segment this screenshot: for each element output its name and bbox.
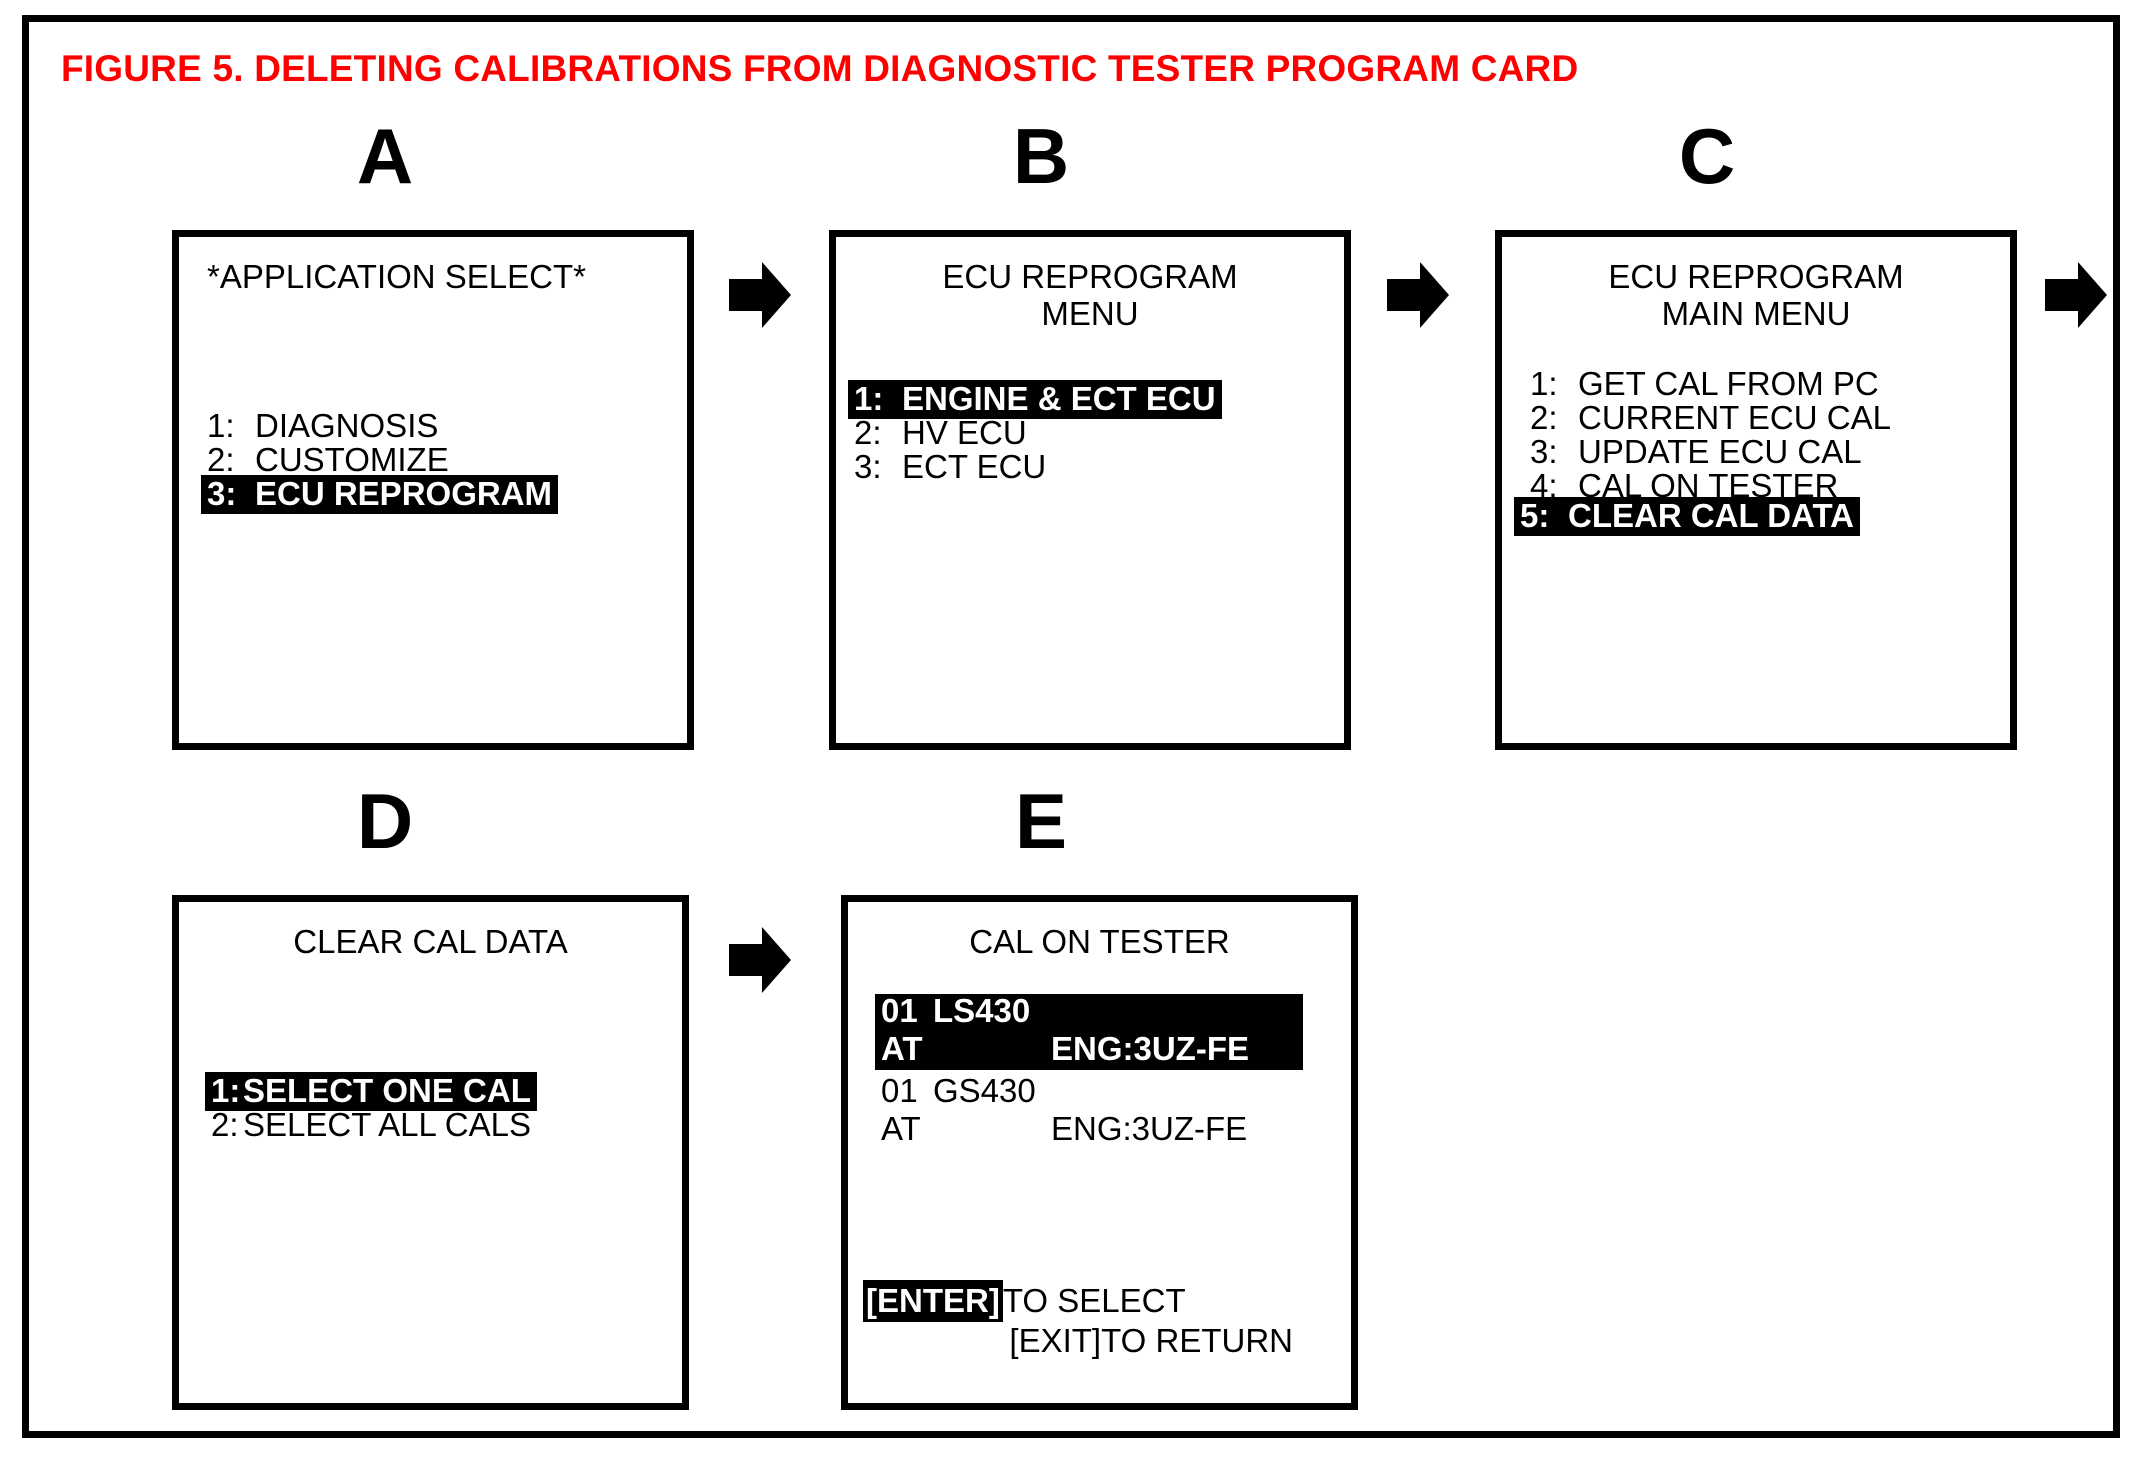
panel-letter-e: E <box>1014 777 1068 865</box>
cal-engine: ENG:3UZ-FE <box>1051 1110 1248 1147</box>
panel-c-title-line2: MAIN MENU <box>1661 295 1851 332</box>
panel-b-title-line1: ECU REPROGRAM <box>942 258 1238 295</box>
menu-item-number: 1: <box>854 380 884 417</box>
menu-item-label: ECT ECU <box>902 448 1047 485</box>
menu-item-label: ECU REPROGRAM <box>255 475 553 512</box>
footer-line-enter: [ENTER]TO SELECT <box>863 1280 1293 1324</box>
cal-transmission: AT <box>881 1030 923 1067</box>
menu-item-label: CLEAR CAL DATA <box>1568 497 1854 534</box>
arrow-right-icon-4 <box>729 927 791 993</box>
panel-b-menu-item-1[interactable]: 1: ENGINE & ECT ECU <box>848 380 1344 419</box>
cal-engine: ENG:3UZ-FE <box>1051 1030 1249 1067</box>
menu-item-number: 2: <box>211 1106 239 1143</box>
menu-item-number: 3: <box>854 448 882 485</box>
cal-transmission: AT <box>881 1110 921 1147</box>
panel-c-menu-item-2[interactable]: 2: CURRENT ECU CAL <box>1524 399 2010 436</box>
panel-c-menu-item-5[interactable]: 5: CLEAR CAL DATA <box>1514 497 2010 536</box>
cal-id: 01 <box>881 1072 918 1109</box>
menu-item-label: CURRENT ECU CAL <box>1578 399 1891 436</box>
menu-item-label: UPDATE ECU CAL <box>1578 433 1862 470</box>
panel-e-cal-row-1[interactable]: 01 LS430 AT ENG:3UZ-FE <box>875 992 1303 1070</box>
exit-key-badge[interactable]: [EXIT] <box>1009 1322 1102 1359</box>
cal-model: GS430 <box>933 1072 1036 1109</box>
panel-a-menu-item-2[interactable]: 2: CUSTOMIZE <box>201 441 687 478</box>
menu-item-label: SELECT ALL CALS <box>243 1106 531 1143</box>
figure-frame: FIGURE 5. DELETING CALIBRATIONS FROM DIA… <box>22 15 2120 1438</box>
panel-c-menu-item-4[interactable]: 4: CAL ON TESTER <box>1524 467 2010 504</box>
panel-a-title: *APPLICATION SELECT* <box>207 258 587 295</box>
enter-key-badge[interactable]: [ENTER] <box>863 1280 1003 1322</box>
menu-item-label: SELECT ONE CAL <box>243 1072 531 1109</box>
menu-item-number: 3: <box>1530 433 1558 470</box>
exit-key-action: TO RETURN <box>1101 1322 1293 1359</box>
footer-line-exit: [EXIT]TO RETURN <box>863 1323 1293 1364</box>
menu-item-number: 2: <box>207 441 235 478</box>
arrow-right-icon-1 <box>729 262 791 328</box>
panel-d-menu-item-1[interactable]: 1:SELECT ONE CAL <box>205 1072 682 1111</box>
cal-row-line-engine: AT ENG:3UZ-FE <box>875 1110 1303 1150</box>
panel-a-menu-item-1[interactable]: 1: DIAGNOSIS <box>201 407 687 444</box>
menu-item-number: 4: <box>1530 467 1558 504</box>
panel-c-screen: ECU REPROGRAM MAIN MENU 1: GET CAL FROM P… <box>1495 230 2017 750</box>
menu-item-label: HV ECU <box>902 414 1027 451</box>
panel-b-menu: 1: ENGINE & ECT ECU 2: HV ECU 3: ECT ECU <box>836 380 1344 485</box>
cal-model: LS430 <box>933 992 1031 1029</box>
panel-c-menu: 1: GET CAL FROM PC 2: CURRENT ECU CAL 3: UP… <box>1502 365 2010 536</box>
panel-a-menu-item-3[interactable]: 3: ECU REPROGRAM <box>201 475 687 514</box>
panel-a-screen: *APPLICATION SELECT* 1: DIAGNOSIS 2: CUSTO… <box>172 230 694 750</box>
menu-item-number: 3: <box>207 475 237 512</box>
panel-d-menu-item-2[interactable]: 2:SELECT ALL CALS <box>205 1106 682 1143</box>
menu-item-label: DIAGNOSIS <box>255 407 439 444</box>
cal-row-line-model: 01 GS430 <box>875 1072 1303 1112</box>
menu-item-number: 1: <box>211 1072 241 1109</box>
panel-c-menu-item-3[interactable]: 3: UPDATE ECU CAL <box>1524 433 2010 470</box>
panel-letter-c: C <box>1678 112 1736 200</box>
panel-c-title-line1: ECU REPROGRAM <box>1608 258 1904 295</box>
enter-key-action: TO SELECT <box>1002 1282 1186 1319</box>
panel-d-title: CLEAR CAL DATA <box>293 923 568 960</box>
panel-letter-b: B <box>1012 112 1070 200</box>
figure-title: FIGURE 5. DELETING CALIBRATIONS FROM DIA… <box>61 48 1579 89</box>
menu-item-number: 2: <box>854 414 882 451</box>
menu-item-number: 5: <box>1520 497 1550 534</box>
menu-item-label: GET CAL FROM PC <box>1578 365 1879 402</box>
menu-item-number: 1: <box>207 407 235 444</box>
panel-b-menu-item-3[interactable]: 3: ECT ECU <box>848 448 1344 485</box>
panel-b-menu-item-2[interactable]: 2: HV ECU <box>848 414 1344 451</box>
panel-a-menu: 1: DIAGNOSIS 2: CUSTOMIZE 3: ECU REPROGRAM <box>179 407 687 514</box>
menu-item-number: 2: <box>1530 399 1558 436</box>
panel-c-menu-item-1[interactable]: 1: GET CAL FROM PC <box>1524 365 2010 402</box>
cal-id: 01 <box>881 992 918 1029</box>
panel-e-title: CAL ON TESTER <box>969 923 1230 960</box>
panel-e-cal-row-2[interactable]: 01 GS430 AT ENG:3UZ-FE <box>875 1072 1303 1150</box>
panel-d-menu: 1:SELECT ONE CAL 2:SELECT ALL CALS <box>179 1072 682 1143</box>
cal-row-line-model: 01 LS430 <box>875 992 1303 1032</box>
menu-item-label: CUSTOMIZE <box>255 441 449 478</box>
panel-b-screen: ECU REPROGRAM MENU 1: ENGINE & ECT ECU 2:… <box>829 230 1351 750</box>
panel-letter-d: D <box>356 777 414 865</box>
arrow-right-icon-2 <box>1387 262 1449 328</box>
panel-b-title-line2: MENU <box>1041 295 1139 332</box>
panel-letter-a: A <box>356 112 414 200</box>
menu-item-label: CAL ON TESTER <box>1578 467 1839 504</box>
arrow-right-icon-3 <box>2045 262 2107 328</box>
cal-row-line-engine: AT ENG:3UZ-FE <box>875 1030 1303 1070</box>
menu-item-label: ENGINE & ECT ECU <box>902 380 1216 417</box>
menu-item-number: 1: <box>1530 365 1558 402</box>
panel-e-footer: [ENTER]TO SELECT [EXIT]TO RETURN <box>863 1280 1293 1364</box>
panel-d-screen: CLEAR CAL DATA 1:SELECT ONE CAL 2:SELECT… <box>172 895 689 1410</box>
